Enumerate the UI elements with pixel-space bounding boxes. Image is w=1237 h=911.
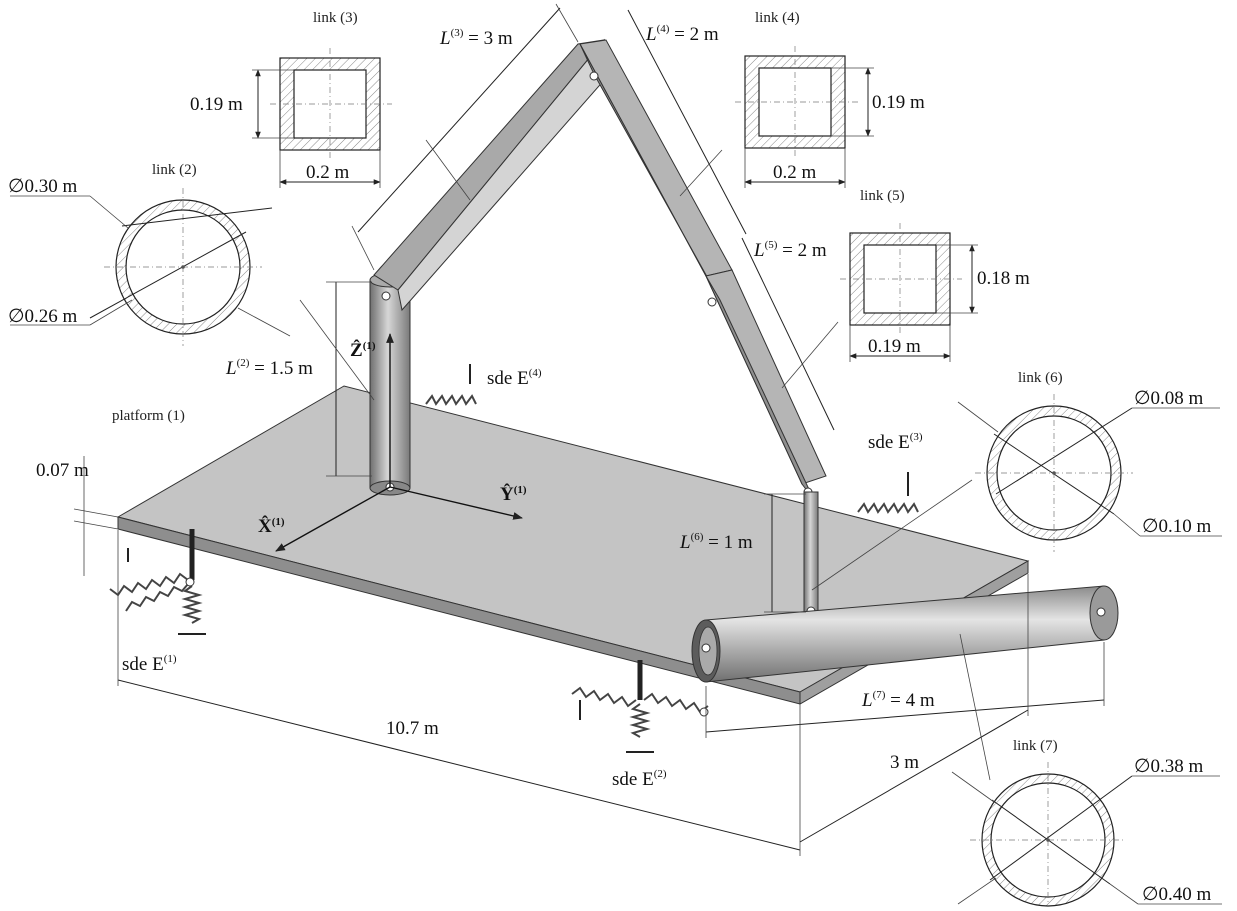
dim-link6-inner: ∅0.08 m: [1134, 388, 1204, 409]
dim-platform-length: 10.7 m: [386, 718, 439, 739]
sde3-prefix: sde E: [868, 432, 910, 453]
label-link-5: link (5): [860, 188, 905, 204]
L4-sup: (4): [657, 23, 670, 35]
coordinate-axes: Ẑ(1) Ŷ(1) X̂(1): [258, 333, 527, 552]
svg-text:L(2) = 1.5 m: L(2) = 1.5 m: [225, 357, 313, 379]
link-4-beam: [579, 39, 733, 301]
svg-text:X̂(1): X̂(1): [258, 516, 285, 537]
label-link-6: link (6): [1018, 370, 1063, 386]
L4-value: 2 m: [690, 24, 719, 45]
axis-x-label: X̂: [258, 516, 272, 537]
section-link-5: [840, 223, 978, 362]
spring-sde4: [425, 364, 477, 406]
dim-link5-w: 0.19 m: [868, 336, 921, 357]
section-link-4: [735, 46, 874, 188]
dim-link2-inner: ∅0.26 m: [8, 306, 78, 327]
L2-symbol: L: [225, 358, 237, 379]
label-link-2: link (2): [152, 162, 197, 178]
svg-text:sde E(4): sde E(4): [487, 367, 542, 389]
link-5-beam: [705, 269, 827, 501]
dimension-lines: [73, 3, 1105, 856]
svg-text:L(4) = 2 m: L(4) = 2 m: [645, 23, 719, 45]
dim-link4-w: 0.2 m: [773, 162, 817, 183]
link-6-rod: [803, 491, 819, 616]
L5-value: 2 m: [798, 240, 827, 261]
sde2-sup: (2): [654, 768, 667, 780]
section-link-7: [951, 762, 1222, 907]
axis-z-label: Ẑ: [350, 339, 363, 361]
label-platform: platform (1): [112, 408, 185, 424]
axis-z-sup: (1): [363, 340, 376, 352]
dim-platform-width: 3 m: [890, 752, 919, 773]
L2-value: 1.5 m: [270, 358, 314, 379]
L3-sup: (3): [451, 27, 464, 39]
L7-value: 4 m: [906, 690, 935, 711]
svg-text:L(6) = 1 m: L(6) = 1 m: [679, 531, 753, 553]
axis-x-sup: (1): [272, 516, 285, 528]
svg-text:L(7) = 4 m: L(7) = 4 m: [861, 689, 935, 711]
sde4-prefix: sde E: [487, 368, 529, 389]
svg-text:L(3) = 3 m: L(3) = 3 m: [439, 27, 513, 49]
L2-sup: (2): [237, 357, 250, 369]
section-link-6: [957, 394, 1222, 552]
L6-value: 1 m: [724, 532, 753, 553]
L5-symbol: L: [753, 240, 765, 261]
svg-text:L(5) = 2 m: L(5) = 2 m: [753, 239, 827, 261]
svg-text:Ŷ(1): Ŷ(1): [500, 483, 527, 505]
dim-link2-outer: ∅0.30 m: [8, 176, 78, 197]
label-link-7: link (7): [1013, 738, 1058, 754]
section-link-3: [252, 48, 392, 188]
svg-text:sde E(1): sde E(1): [122, 653, 177, 675]
dim-link6-outer: ∅0.10 m: [1142, 516, 1212, 537]
sde1-sup: (1): [164, 653, 177, 665]
L6-sup: (6): [691, 531, 704, 543]
dim-link7-outer: ∅0.40 m: [1142, 884, 1212, 905]
dim-platform-thickness: 0.07 m: [36, 460, 89, 481]
spring-sde1: [109, 529, 206, 635]
dim-link5-h: 0.18 m: [977, 268, 1030, 289]
L3-symbol: L: [439, 28, 451, 49]
dim-link7-inner: ∅0.38 m: [1134, 756, 1204, 777]
L5-sup: (5): [765, 239, 778, 251]
dim-link3-h: 0.19 m: [190, 94, 243, 115]
sde3-sup: (3): [910, 431, 923, 443]
link-7-tube: [691, 585, 1119, 683]
label-link-4: link (4): [755, 10, 800, 26]
sde4-sup: (4): [529, 367, 542, 379]
L3-value: 3 m: [484, 28, 513, 49]
L4-symbol: L: [645, 24, 657, 45]
svg-text:sde E(3): sde E(3): [868, 431, 923, 453]
dim-link4-h: 0.19 m: [872, 92, 925, 113]
svg-text:Ẑ(1): Ẑ(1): [350, 339, 376, 361]
sde1-prefix: sde E: [122, 654, 164, 675]
spring-sde3: [857, 472, 919, 514]
label-link-3: link (3): [313, 10, 358, 26]
sde2-prefix: sde E: [612, 769, 654, 790]
axis-y-label: Ŷ: [500, 483, 514, 505]
axis-y-sup: (1): [514, 484, 527, 496]
svg-text:sde E(2): sde E(2): [612, 768, 667, 790]
L7-sup: (7): [873, 689, 886, 701]
L7-symbol: L: [861, 690, 873, 711]
section-link-2: [10, 188, 291, 346]
labels: link (3) link (4) link (5) link (2) link…: [8, 10, 1212, 905]
L6-symbol: L: [679, 532, 691, 553]
dim-link3-w: 0.2 m: [306, 162, 350, 183]
